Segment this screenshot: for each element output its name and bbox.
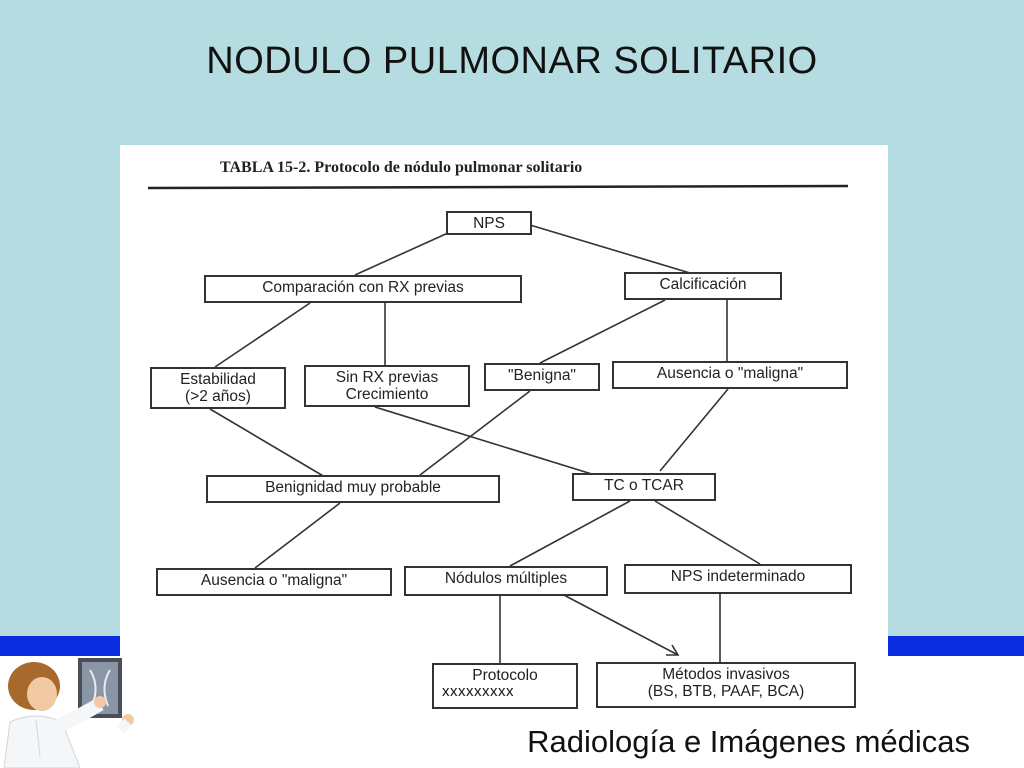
connector-lines [147,184,849,663]
node-label: Ausencia o "maligna" [656,365,804,382]
node-label: Protocolo [472,667,538,684]
node-nps-indeterminado: NPS indeterminado [624,564,852,594]
node-label: Estabilidad [180,371,256,388]
node-label: Benignidad muy probable [265,479,441,496]
node-nodulos-multiples: Nódulos múltiples [404,566,608,596]
node-label: Crecimiento [345,386,429,403]
node-sin-rx: Sin RX previas Crecimiento [304,365,470,407]
node-label: (BS, BTB, PAAF, BCA) [647,683,805,700]
node-benignidad: Benignidad muy probable [206,475,500,503]
doctor-xray-icon [0,656,150,768]
node-label: Calcificación [659,276,747,293]
node-label: NPS indeterminado [670,568,806,585]
node-nps: NPS [446,211,532,235]
node-benigna: "Benigna" [484,363,600,391]
node-tc-tcar: TC o TCAR [572,473,716,501]
slide-title: NODULO PULMONAR SOLITARIO [206,40,818,82]
annotation-text: xxxxxxxxx [442,683,514,700]
node-label: Sin RX previas [335,369,439,386]
node-protocolo: Protocolo [432,663,578,709]
node-ausencia-maligna-bottom: Ausencia o "maligna" [156,568,392,596]
flowchart-figure: TABLA 15-2. Protocolo de nódulo pulmonar… [120,145,888,715]
node-label: (>2 años) [185,388,251,405]
footer-caption: Radiología e Imágenes médicas [527,724,970,759]
table-caption: TABLA 15-2. Protocolo de nódulo pulmonar… [220,159,583,176]
node-comparacion: Comparación con RX previas [204,275,522,303]
node-label: Ausencia o "maligna" [200,572,348,589]
node-estabilidad: Estabilidad (>2 años) [150,367,286,409]
node-label: TC o TCAR [604,477,684,494]
node-label: Comparación con RX previas [262,279,464,296]
node-label: Métodos invasivos [662,666,790,683]
node-label: Nódulos múltiples [444,570,568,587]
node-metodos-invasivos: Métodos invasivos (BS, BTB, PAAF, BCA) [596,662,856,708]
node-calcificacion: Calcificación [624,272,782,300]
node-label: "Benigna" [508,367,576,384]
node-ausencia-maligna-top: Ausencia o "maligna" [612,361,848,389]
node-label: NPS [473,215,505,232]
